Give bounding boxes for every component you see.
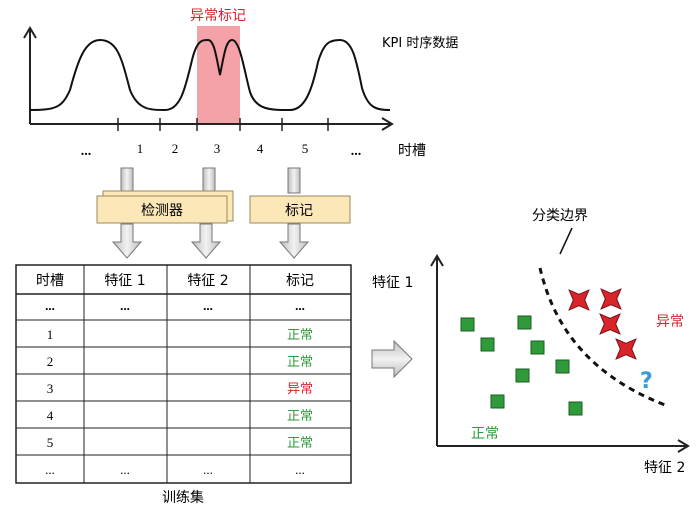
table-cell: 1 [47,327,54,342]
anomaly-point [599,313,621,335]
table-cell: ... [120,298,130,313]
table-cell-label-normal: 正常 [287,328,313,343]
normal-point [515,368,530,383]
training-set-table: 时槽 特征 1 特征 2 标记 ... ... ... ... 1 正常 2 正… [15,264,352,484]
normal-point [480,337,495,352]
normal-point [490,394,505,409]
table-cell: 5 [47,435,54,450]
table-cell-label-anomaly: 异常 [287,382,313,397]
anomaly-mark-label: 异常标记 [190,8,246,24]
table-cell-label-normal: 正常 [287,409,313,424]
boundary-label: 分类边界 [532,208,588,224]
table-header: 特征 1 [104,273,145,289]
kpi-series-line [29,38,391,112]
down-arrow-upper [202,167,216,194]
detector-label: 检测器 [141,203,183,219]
table-caption: 训练集 [162,489,204,506]
plot-x-axis-arrowhead [677,439,690,453]
ts-tick-label: 5 [302,141,309,156]
down-arrow-upper [120,167,134,194]
table-header: 标记 [286,273,314,289]
plot-y-axis-arrowhead [430,254,444,267]
table-cell: 2 [47,354,54,369]
table-cell: ... [120,462,130,477]
ts-tick-label: 3 [214,141,221,156]
ts-tick-label: 1 [137,141,144,156]
detector-box: 检测器 [96,190,234,224]
table-cell: ... [45,298,55,313]
normal-class-label: 正常 [471,426,499,442]
table-cell-label-normal: 正常 [287,436,313,451]
ts-x-axis-arrowhead [381,117,394,131]
ts-tick-label: 2 [172,141,179,156]
down-arrow-upper [287,167,301,194]
table-cell: 3 [47,381,54,396]
table-cell: ... [203,298,213,313]
ts-axis-label: 时槽 [398,143,426,159]
anomaly-class-label: 异常 [656,314,684,330]
normal-point [568,401,583,416]
right-arrow [371,339,413,379]
process-arrows-bottom [111,223,310,259]
table-header: 特征 2 [187,273,228,289]
marker-box-rect [249,195,351,224]
boundary-pointer-line [559,227,573,255]
table-cell: ... [203,462,213,477]
plot-x-axis-label: 特征 2 [644,460,685,476]
plot-y-axis-label: 特征 1 [372,275,413,291]
feature-space-plot: 特征 1 特征 2 分类边界 异常 正常 ? [372,208,690,476]
table-cell-label-normal: 正常 [287,355,313,370]
classification-boundary [538,267,666,407]
process-arrows-top [120,167,301,194]
normal-point [517,315,532,330]
down-arrow-lower [190,223,222,259]
ts-y-axis-arrowhead [23,26,37,39]
table-cell: ... [295,298,305,313]
down-arrow-lower [111,223,143,259]
normal-point [555,359,570,374]
kpi-series-label: KPI 时序数据 [382,36,458,51]
kpi-timeseries-panel: 异常标记 ... 1 2 3 4 5 ... 时槽 KPI 时序数据 [23,8,458,159]
down-arrow-lower [278,223,310,259]
table-cell: 4 [47,408,54,423]
normal-point [460,317,475,332]
marker-box: 标记 [249,195,351,224]
ts-tick-label: ... [351,144,362,159]
anomaly-point [568,289,590,311]
normal-point [530,340,545,355]
marker-label: 标记 [285,203,313,219]
detector-box-front [96,195,228,224]
table-header: 时槽 [36,273,64,289]
unknown-point-mark: ? [640,369,653,394]
anomaly-point [600,288,622,310]
table-cell: ... [295,462,305,477]
anomaly-highlight-region [197,26,240,124]
table-cell: ... [45,462,55,477]
ts-tick-label: ... [81,144,92,159]
ts-tick-label: 4 [257,141,264,156]
anomaly-point [615,338,637,360]
